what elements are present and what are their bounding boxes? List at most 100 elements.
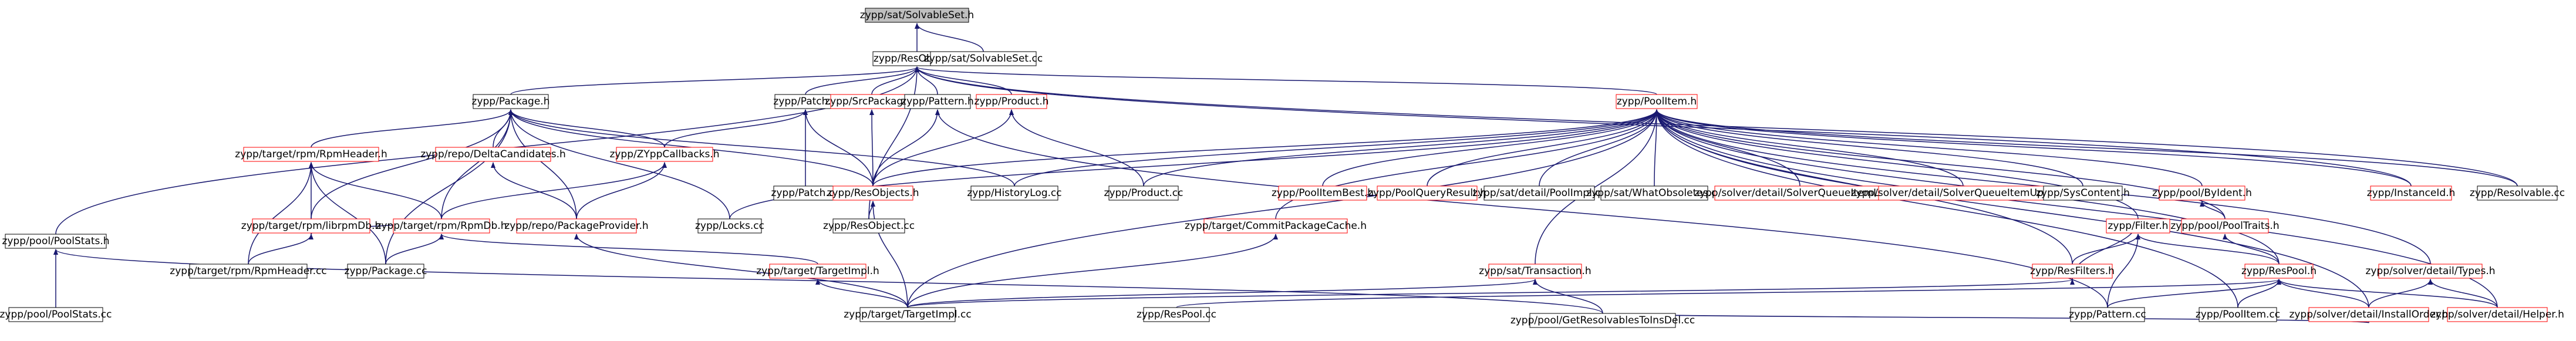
node-zypp-pattern-cc[interactable]: zypp/Pattern.cc <box>2069 307 2146 322</box>
node-zypp-target-rpm-rpmdb-h[interactable]: zypp/target/rpm/RpmDb.h <box>376 218 507 234</box>
node-zypp-target-targetimpl-h[interactable]: zypp/target/TargetImpl.h <box>756 264 879 279</box>
node-zypp-syscontent-h[interactable]: zypp/SysContent.h <box>2036 185 2130 201</box>
edge-n8-to-n21 <box>1654 109 1964 187</box>
node-box <box>1278 185 1367 201</box>
node-zypp-product-h[interactable]: zypp/Product.h <box>974 94 1049 109</box>
node-box <box>1714 185 1886 201</box>
edge-n3-to-n27 <box>441 109 513 220</box>
node-box <box>1108 185 1179 201</box>
edge-n8-to-n16 <box>1322 109 1659 187</box>
node-label: zypp/Package.cc <box>345 265 427 277</box>
edge-n34-to-n49 <box>53 249 1603 314</box>
edge-n4-to-n13 <box>803 109 874 187</box>
node-box <box>832 218 905 234</box>
node-box <box>1529 313 1676 328</box>
edge-n38-to-n43 <box>907 279 1537 308</box>
node-zypp-pool-poolstats-h[interactable]: zypp/pool/PoolStats.h <box>2 234 110 249</box>
node-zypp-solver-detail-solverqueueitemlock-h[interactable]: zypp/solver/detail/SolverQueueItemLock.h <box>1694 185 1906 201</box>
node-label: zypp/SrcPackage.h <box>825 96 919 107</box>
node-zypp-target-rpm-librpmdb-h[interactable]: zypp/target/rpm/librpmDb.h <box>241 218 381 234</box>
node-zypp-resobjects-h[interactable]: zypp/ResObjects.h <box>827 185 919 201</box>
node-zypp-resfilters-h[interactable]: zypp/ResFilters.h <box>2030 264 2115 279</box>
node-box <box>830 94 913 109</box>
node-box <box>435 147 551 162</box>
node-zypp-target-rpm-rpmheader-cc[interactable]: zypp/target/rpm/RpmHeader.cc <box>170 264 327 279</box>
node-zypp-poolitembest-h[interactable]: zypp/PoolItemBest.h <box>1272 185 1374 201</box>
edge-n8-to-n18 <box>1539 109 1659 187</box>
node-zypp-target-rpm-rpmheader-h[interactable]: zypp/target/rpm/RpmHeader.h <box>235 147 387 162</box>
edge-n32-to-n45 <box>2107 234 2140 308</box>
edge-n8-to-n15 <box>1143 109 1659 187</box>
node-label: zypp/Patch.h <box>773 96 837 107</box>
node-zypp-sat-whatobsoletes-cc[interactable]: zypp/sat/WhatObsoletes.cc <box>1586 185 1722 201</box>
node-zypp-zyppcallbacks-h[interactable]: zypp/ZYppCallbacks.h <box>609 147 720 162</box>
edge-n23-to-n33 <box>2200 201 2226 220</box>
node-zypp-solver-detail-installorder-h[interactable]: zypp/solver/detail/InstallOrder.h <box>2289 307 2449 322</box>
node-zypp-historylog-cc[interactable]: zypp/HistoryLog.cc <box>967 185 1062 201</box>
node-zypp-pool-byident-h[interactable]: zypp/pool/ByIdent.h <box>2152 185 2252 201</box>
node-zypp-respool-h[interactable]: zypp/ResPool.h <box>2241 264 2317 279</box>
node-zypp-pool-poolstats-cc[interactable]: zypp/pool/PoolStats.cc <box>0 307 112 322</box>
node-zypp-solver-detail-types-h[interactable]: zypp/solver/detail/Types.h <box>2365 264 2496 279</box>
node-box <box>1203 218 1348 234</box>
node-box <box>2043 185 2123 201</box>
node-zypp-filter-h[interactable]: zypp/Filter.h <box>2106 218 2170 234</box>
node-box <box>8 307 103 322</box>
edge-n40-to-n45 <box>2107 279 2281 308</box>
node-zypp-product-cc[interactable]: zypp/Product.cc <box>1104 185 1184 201</box>
node-label: zypp/ResObject.cc <box>823 220 915 232</box>
node-label: zypp/solver/detail/Types.h <box>2365 265 2495 277</box>
edge-n1-to-n4 <box>805 66 919 95</box>
edge-n13-to-n43 <box>871 201 908 308</box>
edge-n3-to-n9 <box>311 109 513 148</box>
node-zypp-patch-cc[interactable]: zypp/Patch.cc <box>771 185 840 201</box>
node-zypp-respool-cc[interactable]: zypp/ResPool.cc <box>1137 307 1216 322</box>
node-zypp-package-cc[interactable]: zypp/Package.cc <box>345 264 427 279</box>
node-label: zypp/solver/detail/Helper.h <box>2430 309 2564 320</box>
node-zypp-resolvable-cc[interactable]: zypp/Resolvable.cc <box>2470 185 2565 201</box>
node-zypp-repo-deltacandidates-h[interactable]: zypp/repo/DeltaCandidates.h <box>420 147 566 162</box>
node-zypp-pattern-h[interactable]: zypp/Pattern.h <box>901 94 974 109</box>
node-zypp-solver-detail-solverqueueitemupdate-h[interactable]: zypp/solver/detail/SolverQueueItemUpdate… <box>1851 185 2076 201</box>
node-zypp-solver-detail-helper-h[interactable]: zypp/solver/detail/Helper.h <box>2430 307 2564 322</box>
node-zypp-target-commitpackagecache-h[interactable]: zypp/target/CommitPackageCache.h <box>1185 218 1367 234</box>
node-zypp-instanceid-h[interactable]: zypp/InstanceId.h <box>2367 185 2456 201</box>
edge-n28-to-n43 <box>574 234 908 308</box>
node-zypp-srcpackage-h[interactable]: zypp/SrcPackage.h <box>825 94 919 109</box>
node-zypp-resobject-cc[interactable]: zypp/ResObject.cc <box>823 218 915 234</box>
edge-n8-to-n31 <box>1275 109 1659 220</box>
node-layer: zypp/sat/SolvableSet.hzypp/ResObject.hzy… <box>0 8 2565 328</box>
node-zypp-target-targetimpl-cc[interactable]: zypp/target/TargetImpl.cc <box>844 307 972 322</box>
node-label: zypp/solver/detail/SolverQueueItemLock.h <box>1694 187 1906 199</box>
node-label: zypp/target/rpm/RpmDb.h <box>376 220 507 232</box>
node-zypp-repo-packageprovider-h[interactable]: zypp/repo/PackageProvider.h <box>504 218 649 234</box>
node-zypp-sat-solvableset-h[interactable]: zypp/sat/SolvableSet.h <box>860 8 974 23</box>
node-zypp-sat-solvableset-cc[interactable]: zypp/sat/SolvableSet.cc <box>924 51 1043 66</box>
node-zypp-sat-transaction-h[interactable]: zypp/sat/Transaction.h <box>1479 264 1592 279</box>
edge-n8-to-n19 <box>1654 109 1659 187</box>
edge-n11-to-n28 <box>576 162 667 220</box>
node-zypp-patch-h[interactable]: zypp/Patch.h <box>773 94 838 109</box>
node-box <box>2070 307 2145 322</box>
node-zypp-poolitem-cc[interactable]: zypp/PoolItem.cc <box>2196 307 2280 322</box>
edge-n33-to-n40 <box>2223 234 2280 265</box>
node-box <box>516 218 637 234</box>
node-box <box>859 307 956 322</box>
edge-n8-to-n17 <box>1427 109 1659 187</box>
node-zypp-pool-getresolvablestoinsdel-cc[interactable]: zypp/pool/GetResolvablesToInsDel.cc <box>1510 313 1695 328</box>
node-zypp-package-h[interactable]: zypp/Package.h <box>472 94 550 109</box>
node-box <box>2106 218 2170 234</box>
node-box <box>2244 264 2314 279</box>
edge-n11-to-n27 <box>441 162 667 220</box>
node-zypp-locks-cc[interactable]: zypp/Locks.cc <box>695 218 764 234</box>
edge-n8-to-n14 <box>1014 109 1659 187</box>
edge-n8-to-n38 <box>1535 109 1659 265</box>
node-zypp-pool-pooltraits-h[interactable]: zypp/pool/PoolTraits.h <box>2170 218 2280 234</box>
edge-n5-to-n13 <box>869 109 875 187</box>
node-zypp-sat-detail-poolimpl-cc[interactable]: zypp/sat/detail/PoolImpl.cc <box>1472 185 1606 201</box>
node-zypp-poolitem-h[interactable]: zypp/PoolItem.h <box>1616 94 1698 109</box>
node-zypp-poolqueryresult-h[interactable]: zypp/PoolQueryResult.h <box>1368 185 1486 201</box>
edge-n1-to-n8 <box>915 66 1657 95</box>
node-label: zypp/solver/detail/InstallOrder.h <box>2289 309 2448 320</box>
